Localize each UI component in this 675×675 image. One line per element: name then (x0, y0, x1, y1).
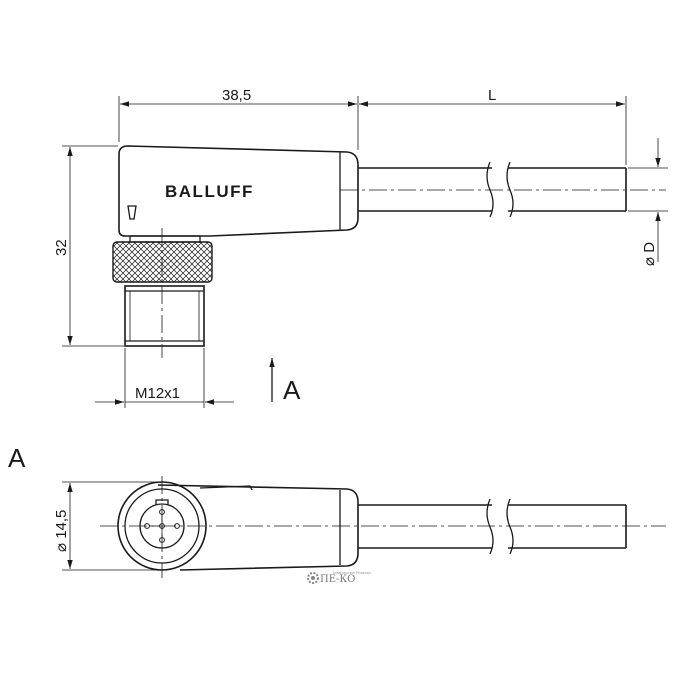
connector-body (118, 145, 359, 237)
dim-38-5-label: 38,5 (222, 87, 251, 104)
view-a-body (157, 484, 359, 571)
nut-collar (129, 235, 201, 243)
dim-14-5-label: ⌀ 14,5 (53, 510, 70, 552)
watermark-subtext: Комплексные Решения (333, 571, 371, 575)
cable-break-icon (506, 498, 514, 555)
cable-break-icon (506, 161, 514, 218)
gear-hub (311, 576, 315, 580)
view-a-label: A (8, 443, 26, 473)
coding-mark-icon (127, 205, 137, 220)
dim-L-label: L (488, 87, 496, 104)
dim-m12-label: M12x1 (135, 385, 180, 402)
gear-icon (307, 572, 319, 584)
cable-break-icon (486, 498, 494, 555)
dim-32-label: 32 (53, 239, 70, 256)
watermark: ПЕ-КО Комплексные Решения (307, 571, 371, 585)
thread-section (124, 285, 205, 347)
side-view: BALLUFF 38,5 L (53, 87, 668, 408)
body-step-line (199, 485, 253, 491)
dim-D-label: ⌀ D (641, 242, 658, 266)
cable-break-icon (486, 161, 494, 218)
view-a: A ⌀ 14,5 (8, 443, 666, 578)
knurled-nut (112, 241, 213, 283)
watermark-text: ПЕ-КО (320, 574, 355, 585)
brand-logo: BALLUFF (165, 182, 254, 201)
view-marker-label: A (283, 375, 301, 405)
